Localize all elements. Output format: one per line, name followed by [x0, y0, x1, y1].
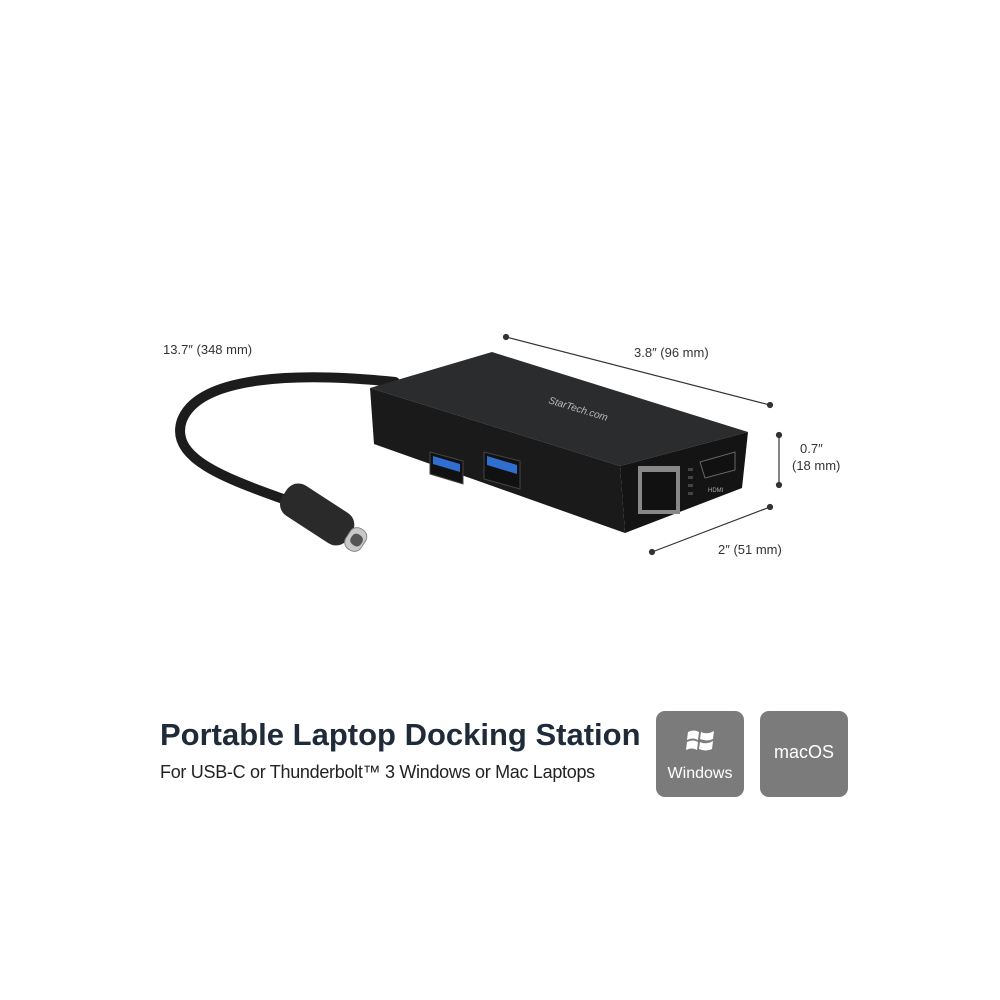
dimension-lines	[502, 333, 783, 556]
product-image: StarTech.com HDMI	[175, 333, 783, 556]
usb-c-cable	[175, 372, 400, 510]
product-title: Portable Laptop Docking Station	[160, 717, 641, 752]
led-indicators	[688, 468, 693, 495]
height-mm-label: (18 mm)	[792, 458, 841, 473]
height-inch-label: 0.7″	[800, 441, 823, 456]
usb-c-connector	[280, 483, 368, 552]
length-label: 3.8″ (96 mm)	[634, 345, 709, 360]
hdmi-port: HDMI	[699, 451, 736, 494]
macos-label: macOS	[773, 742, 834, 762]
windows-label: Windows	[667, 765, 733, 782]
hdmi-label: HDMI	[708, 488, 724, 494]
usb-port-1	[429, 451, 464, 485]
width-label: 2″ (51 mm)	[718, 542, 782, 557]
macos-badge: macOS	[760, 711, 848, 797]
ethernet-port	[638, 466, 680, 514]
windows-logo-icon	[686, 730, 714, 751]
docking-station-body: StarTech.com	[370, 352, 748, 533]
cable-length-label: 13.7″ (348 mm)	[163, 342, 253, 357]
product-subtitle: For USB-C or Thunderbolt™ 3 Windows or M…	[160, 762, 595, 782]
usb-port-2	[483, 451, 521, 490]
windows-badge: Windows	[656, 711, 744, 797]
